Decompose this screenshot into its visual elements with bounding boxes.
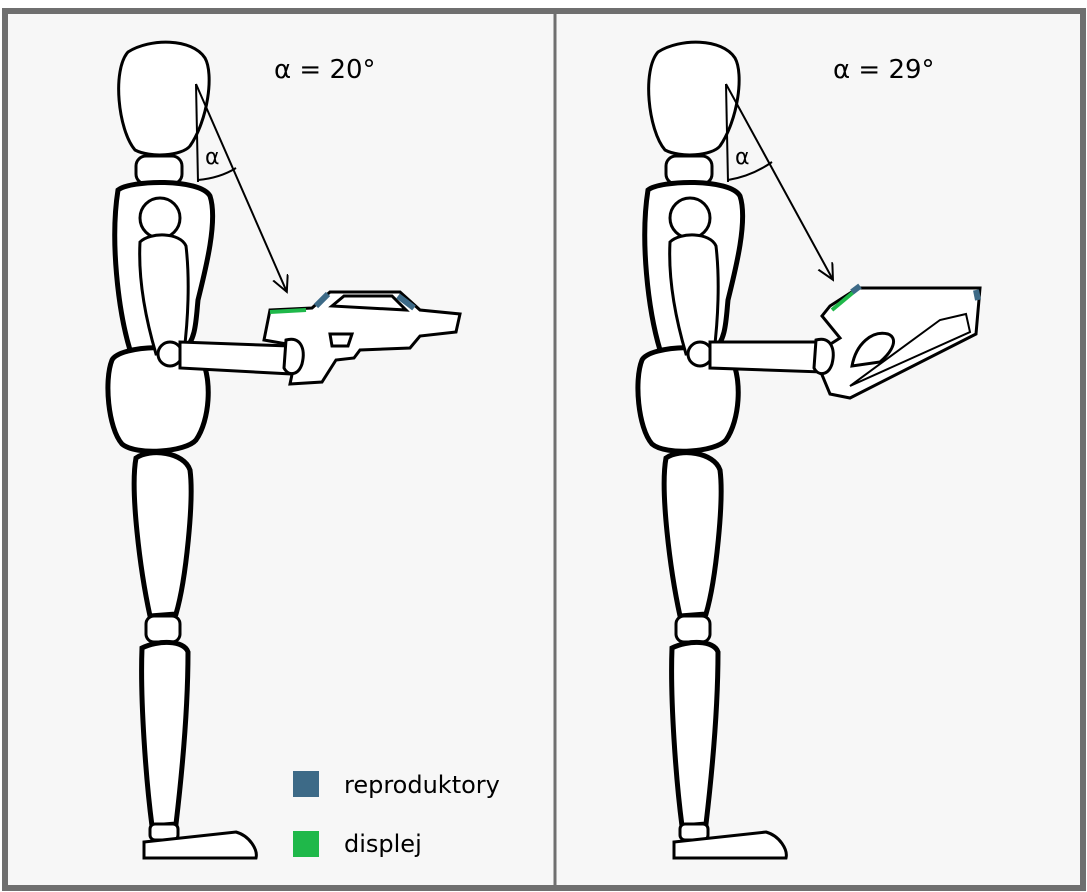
alpha-symbol: α (205, 145, 220, 170)
legend-label-reproduktory: reproduktory (344, 771, 500, 799)
legend-swatch-displej (293, 831, 319, 857)
angle-label: α = 29° (833, 55, 935, 85)
angle-label: α = 20° (274, 55, 376, 85)
alpha-symbol: α (735, 145, 750, 170)
forearm (710, 342, 822, 372)
legend-label-displej: displej (344, 830, 422, 858)
legend-swatch-reproduktory (293, 771, 319, 797)
forearm (180, 342, 292, 374)
